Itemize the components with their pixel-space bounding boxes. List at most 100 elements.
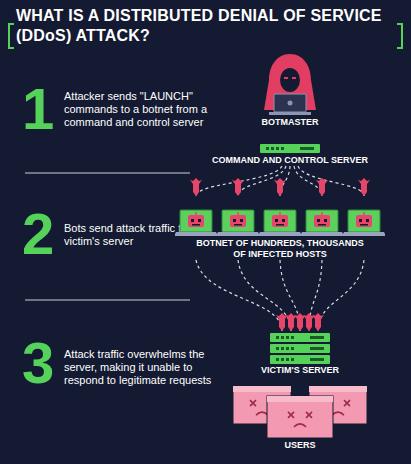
botnet-group-art-part [180,210,212,232]
users-group-art-part [294,424,306,427]
botnet-group-art-part [318,224,326,226]
step-number: 2 [22,205,54,263]
botmaster-figure-art-part [292,77,296,79]
server-node-art-part [281,336,284,339]
server-node-art-part [276,347,279,350]
users-group-art [225,382,375,440]
users-group-art-part [288,412,294,418]
step-number: 1 [22,80,54,138]
server-node-art-part [266,147,269,150]
botnet-group-art-part [240,219,243,222]
server-node-art [195,143,385,155]
server-node-art-part [281,147,284,150]
botnet-group-art-part [195,212,197,215]
botnet-group-art-part [282,219,285,222]
server-node: COMMAND AND CONTROL SERVER [195,143,385,166]
botmaster-figure-art-part [264,54,316,110]
botnet-group-art-part [300,232,344,236]
server-node-art-part [271,147,274,150]
botnet-group-art-part [198,219,201,222]
users-group-art-part [250,400,256,406]
server-node-art-part [276,147,279,150]
botnet-group-art-part [175,232,218,236]
botnet-group-art-part [272,215,288,227]
diagram-title: WHAT IS A DISTRIBUTED DENIAL OF SERVICE … [16,6,396,46]
title-bracket [9,24,14,48]
botnet-group-art-part [192,224,200,226]
server-node-art-part [260,144,320,153]
server-node-art-part [286,347,289,350]
server-node-art-part [291,358,294,361]
server-node-art-part [310,358,324,361]
server-node-art-part [276,336,279,339]
attack-connector [190,166,370,196]
users-group-art-part [344,400,350,406]
botnet-group-art-part [359,219,362,222]
botnet-group-art-part [230,215,246,227]
server-node-art-part [270,333,330,342]
node-label: BOTMASTER [262,117,319,128]
botnet-group-art-part [363,212,365,215]
step-text: Attack traffic overwhelms the server, ma… [64,348,229,387]
rocket-head [232,178,244,196]
dashed-trail [196,166,364,196]
step-text: Attacker sends "LAUNCH" commands to a bo… [64,90,214,129]
botmaster-figure-art-part [284,77,288,79]
server-node-art [255,331,345,365]
botnet-group-art [175,196,385,238]
server-node-art-part [276,358,279,361]
botmaster-figure-art-part [274,94,306,112]
server-node-art-part [310,336,324,339]
botnet-group-art-part [360,224,368,226]
botnet-group-art-part [356,215,372,227]
server-node-art-part [281,358,284,361]
botmaster-figure-art-part [288,101,293,106]
step-number: 3 [22,334,54,392]
server-node-art-part [300,147,314,150]
server-node-art-part [291,336,294,339]
botnet-group-art-part [237,212,239,215]
users-group-art-part [267,396,333,402]
botnet-group-art-part [366,219,369,222]
divider-line [25,173,190,174]
botnet-group-art-part [321,212,323,215]
server-node: VICTIM'S SERVER [250,331,350,376]
node-label: VICTIM'S SERVER [261,365,339,376]
botnet-group-art-part [317,219,320,222]
botnet-group-art-part [342,232,385,236]
botnet-group-art-part [279,212,281,215]
users-group: USERS [225,382,375,451]
rocket-head [358,178,370,196]
server-node-art-part [281,347,284,350]
rocket-head [274,178,286,196]
users-group-art-part [267,396,333,438]
users-group-art-part [309,386,367,392]
server-node-art-part [286,336,289,339]
users-group-art-part [233,386,291,392]
title-bracket [397,24,402,48]
attack-connector [196,260,364,331]
botnet-group-art-part [264,210,296,232]
dashed-trail [196,260,364,331]
botmaster-figure: BOTMASTER [245,50,335,128]
divider-line [25,300,190,301]
botnet-group-art-part [276,224,284,226]
botnet-group: BOTNET OF HUNDREDS, THOUSANDS OF INFECTE… [175,196,385,260]
botnet-group-art-part [314,215,330,227]
server-node-art-part [291,347,294,350]
botnet-group-art-part [234,224,242,226]
botnet-group-art-part [324,219,327,222]
botnet-group-art-part [233,219,236,222]
botmaster-figure-art-part [280,68,300,92]
rocket-head [312,313,324,331]
botnet-group-art-part [306,210,338,232]
server-node-art-part [286,358,289,361]
botnet-group-art-part [275,219,278,222]
botnet-group-art-part [188,215,204,227]
rocket-head [316,178,328,196]
botmaster-figure-art-part [269,112,311,115]
server-node-art-part [270,344,330,353]
server-node-art-part [310,347,324,350]
botnet-group-art-part [216,232,260,236]
